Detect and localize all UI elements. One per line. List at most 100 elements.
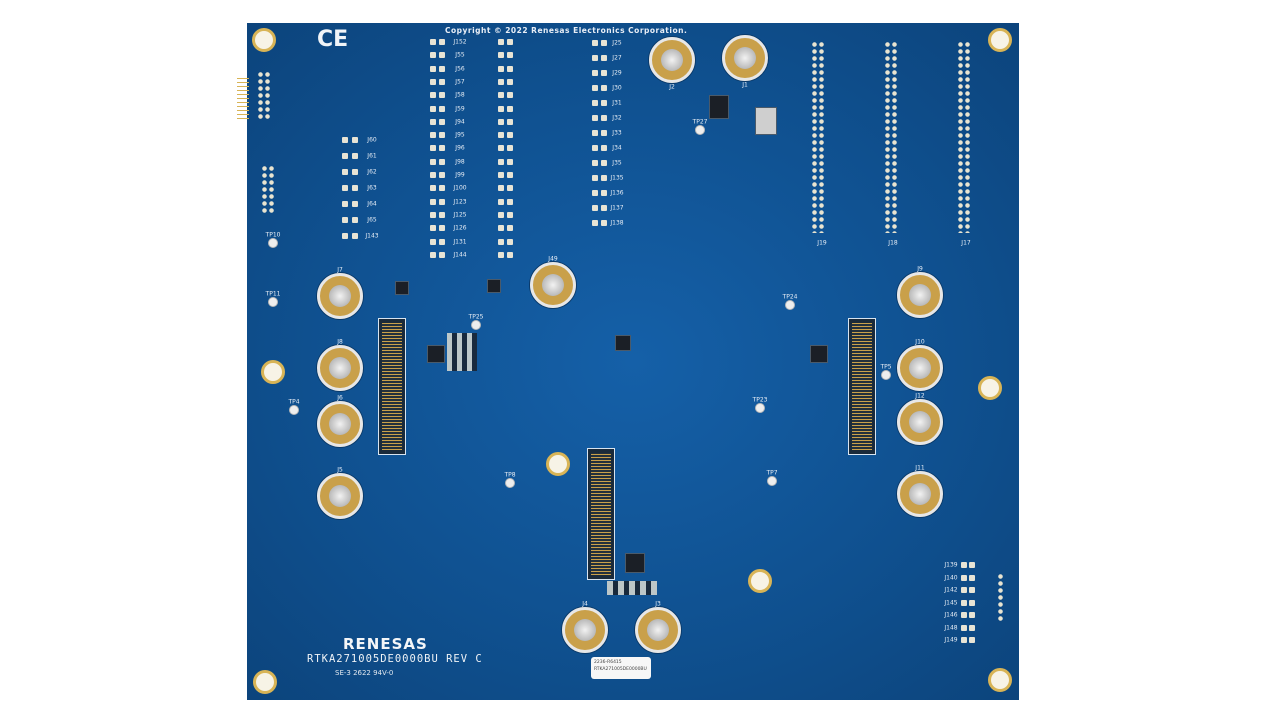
jumper-label: J33 — [612, 129, 622, 137]
jumper-pad — [430, 172, 436, 178]
jumper-pad — [352, 185, 358, 191]
jumper-pad — [507, 158, 513, 165]
jumper-label: J25 — [612, 39, 622, 47]
jumper-pad — [430, 158, 436, 165]
jumper-pad — [969, 624, 975, 631]
jumper-label: J99 — [455, 171, 465, 179]
jumper-label: J144 — [453, 251, 467, 259]
sticker-line-1: 2236-R6415 — [594, 660, 622, 665]
sma-connector-j6 — [317, 401, 363, 447]
jumper-pad — [430, 39, 436, 45]
test-point-label: TP8 — [504, 471, 516, 479]
connector-label: J9 — [917, 265, 923, 273]
jumper-pad — [592, 85, 598, 91]
test-point-label: TP23 — [752, 396, 768, 404]
jumper-pad — [430, 238, 436, 245]
ic-chip — [625, 553, 645, 573]
ic-chip — [810, 345, 828, 363]
jumper-label: J152 — [453, 38, 467, 46]
jumper-label: J142 — [944, 586, 958, 594]
jumper-pad — [430, 52, 436, 59]
jumper-pad — [439, 211, 445, 218]
jumper-label: J131 — [453, 238, 467, 245]
date-code: SE-3 2622 94V-0 — [335, 669, 394, 677]
jumper-pad — [969, 612, 975, 618]
jumper-pad — [498, 225, 504, 232]
ic-chip — [487, 279, 501, 293]
jumper-pad — [961, 587, 967, 593]
jumper-pad — [601, 100, 607, 106]
header-j18 — [884, 41, 898, 233]
jumper-pad — [601, 70, 607, 76]
copyright-text: Copyright © 2022 Renesas Electronics Cor… — [445, 26, 688, 35]
jumper-label: J30 — [612, 84, 622, 92]
connector-label: J3 — [655, 600, 661, 608]
jumper-pad — [352, 137, 358, 143]
connector-label: J10 — [915, 338, 925, 346]
mounting-hole — [748, 569, 772, 593]
test-point-label: TP10 — [265, 231, 281, 239]
jumper-pad — [430, 251, 436, 258]
jumper-pad — [601, 85, 607, 91]
mounting-hole — [261, 360, 285, 384]
jumper-pad — [601, 175, 607, 181]
jumper-pad — [592, 115, 598, 121]
jumper-pad — [601, 190, 607, 196]
jumper-pad — [430, 78, 436, 85]
jumper-label: J59 — [455, 105, 465, 112]
jumper-pad — [498, 198, 504, 205]
jumper-pad — [430, 92, 436, 99]
jumper-label: J61 — [367, 152, 377, 160]
header-left — [257, 71, 271, 121]
test-point — [505, 478, 515, 488]
sma-connector-j7 — [317, 273, 363, 319]
jumper-pad — [507, 225, 513, 232]
jumper-pad — [592, 190, 598, 196]
sma-connector-j10 — [897, 345, 943, 391]
test-point-label: TP4 — [288, 398, 300, 406]
jumper-pad — [439, 92, 445, 99]
jumper-pad — [498, 92, 504, 99]
jumper-pad — [439, 158, 445, 165]
board-to-board-connector-bottom — [587, 448, 615, 580]
ic-chip — [755, 107, 777, 135]
sma-connector-j8 — [317, 345, 363, 391]
header-label: J17 — [961, 239, 971, 247]
connector-label: J1 — [742, 81, 748, 89]
jumper-pad — [498, 132, 504, 139]
jumper-pad — [439, 105, 445, 112]
jumper-label: J63 — [367, 184, 377, 192]
jumper-pad — [439, 145, 445, 152]
jumper-pad — [507, 198, 513, 205]
jumper-pad — [439, 78, 445, 85]
jumper-pad — [507, 172, 513, 178]
jumper-pad — [592, 100, 598, 106]
jumper-pad — [969, 599, 975, 606]
jumper-pad — [439, 198, 445, 205]
mounting-hole — [988, 668, 1012, 692]
jumper-pad — [601, 160, 607, 166]
jumper-label: J96 — [455, 144, 465, 152]
jumper-pad — [592, 205, 598, 211]
jumper-pad — [430, 185, 436, 192]
connector-label: J7 — [337, 266, 343, 274]
jumper-pad — [961, 624, 967, 631]
jumper-pad — [961, 637, 967, 643]
jumper-pad — [352, 233, 358, 239]
sma-connector-j3 — [635, 607, 681, 653]
jumper-label: J140 — [944, 574, 958, 581]
jumper-pad — [507, 92, 513, 99]
test-point-label: TP11 — [265, 290, 281, 298]
connector-label: J49 — [548, 255, 558, 263]
jumper-pad — [439, 185, 445, 192]
test-point — [767, 476, 777, 486]
jumper-label: J123 — [453, 198, 467, 206]
jumper-pad — [592, 145, 598, 151]
jumper-pad — [592, 130, 598, 136]
jumper-label: J145 — [944, 599, 958, 606]
jumper-pad — [439, 238, 445, 245]
jumper-label: J56 — [455, 65, 465, 73]
test-point-label: TP27 — [692, 118, 708, 126]
jumper-pad — [601, 145, 607, 151]
jumper-pad — [430, 118, 436, 125]
